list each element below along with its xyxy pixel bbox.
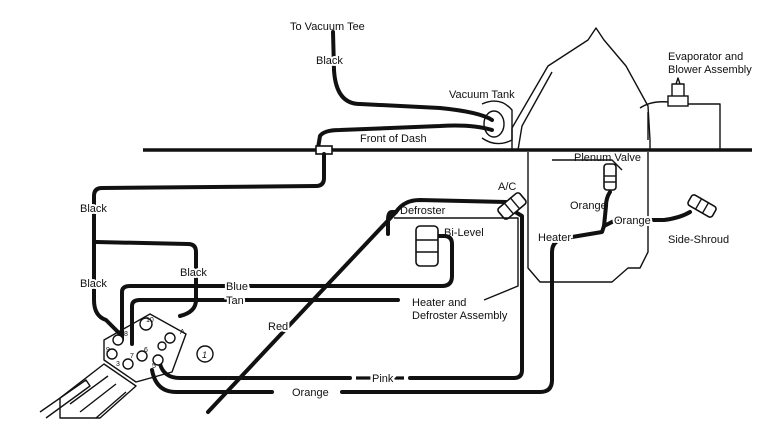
switch-port-icon [136, 350, 148, 362]
port-label-8: 8 [124, 331, 128, 338]
port-label-5: 5 [152, 363, 156, 370]
label-side-shroud: Side-Shroud [668, 234, 729, 246]
label-defroster: Defroster [400, 205, 446, 217]
label-black-left-1: Black [80, 203, 107, 215]
label-bi-level: Bi-Level [444, 227, 484, 239]
plenum-valve-icon [603, 163, 617, 191]
hose-blue [120, 234, 454, 342]
hose-orange-bottom [150, 224, 606, 394]
hose-pink [158, 208, 524, 380]
label-heater-defroster-1: Heater and [412, 297, 466, 309]
label-front-of-dash: Front of Dash [360, 133, 427, 145]
label-to-vacuum-tee: To Vacuum Tee [290, 21, 365, 33]
label-black-top: Black [316, 55, 343, 67]
hose-to-vacuum-tee [331, 30, 494, 122]
label-red: Red [268, 321, 288, 333]
switch-port-icon [164, 332, 176, 344]
port-label-7: 7 [130, 353, 134, 360]
label-evaporator-2: Blower Assembly [668, 64, 752, 76]
port-label-9: 9 [106, 347, 110, 354]
hose-black-mid [94, 240, 198, 318]
switch-port-icon [112, 334, 124, 346]
label-ac: A/C [498, 181, 516, 193]
bi-level-actuator-icon [415, 225, 439, 267]
label-orange-plenum: Orange [570, 200, 607, 212]
switch-port-icon [152, 354, 164, 366]
label-black-left-2: Black [80, 278, 107, 290]
label-plenum-valve: Plenum Valve [574, 152, 641, 164]
evaporator-housing [511, 27, 721, 151]
label-blue: Blue [226, 281, 248, 293]
side-shroud-valve-icon [687, 194, 717, 218]
label-evaporator-1: Evaporator and [668, 51, 743, 63]
switch-port-icon [122, 358, 134, 370]
port-label-10: 10 [146, 317, 154, 324]
vacuum-tank [481, 100, 513, 145]
label-heater: Heater [538, 232, 571, 244]
switch-port-icon [139, 317, 153, 331]
blower-motor-icon [667, 95, 689, 107]
switch-port-icon [157, 341, 167, 351]
switch-port-icon [106, 348, 118, 360]
hose-tan [130, 298, 400, 346]
label-orange-bottom: Orange [292, 387, 329, 399]
port-label-a: A [180, 329, 185, 336]
vacuum-control-switch [39, 313, 187, 419]
ac-actuator-icon [497, 192, 527, 220]
lower-air-housing [527, 152, 649, 283]
hose-orange-side [602, 210, 692, 228]
label-tan: Tan [226, 295, 244, 307]
vacuum-tank-port-icon [483, 110, 505, 138]
port-label-3: 3 [116, 361, 120, 368]
hose-orange-plenum [602, 190, 612, 228]
label-callout-1: 1 [202, 350, 207, 360]
heater-defroster-assembly [394, 217, 519, 301]
label-vacuum-tank: Vacuum Tank [449, 89, 515, 101]
hose-black-main [92, 152, 326, 338]
label-black-mid: Black [180, 267, 207, 279]
port-label-6: 6 [144, 347, 148, 354]
label-orange-side: Orange [614, 215, 651, 227]
label-heater-defroster-2: Defroster Assembly [412, 310, 508, 322]
callout-circle [196, 345, 214, 363]
label-pink: Pink [372, 373, 394, 385]
hose-defroster [386, 210, 398, 236]
hose-tank-second [316, 123, 494, 150]
